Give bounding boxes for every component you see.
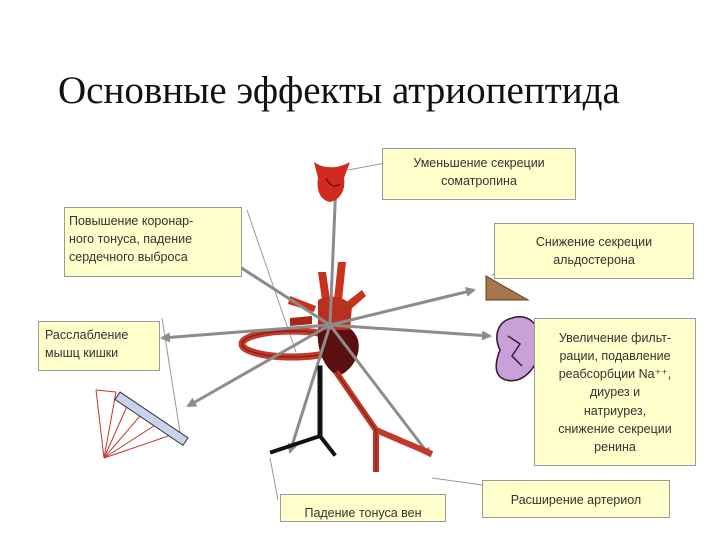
vein-icon <box>269 365 337 457</box>
box-line: реабсорбции Na⁺⁺, <box>558 367 672 382</box>
box-line: Падение тонуса вен <box>304 506 422 520</box>
box-line: натриурез, <box>583 403 647 418</box>
box-line: Снижение секреции <box>535 235 653 249</box>
intestine-muscle-icon <box>95 389 189 459</box>
box-line: ренина <box>594 439 636 454</box>
box-line: ного тонуса, падение <box>69 232 193 247</box>
box-line: Расслабление <box>45 328 129 342</box>
kidney-box: Увеличение фильт- рации, подавление реаб… <box>534 318 696 466</box>
box-line: Расширение артериол <box>510 493 642 507</box>
coronary-box: Повышение коронар- ного тонуса, падение … <box>64 207 242 277</box>
intestine-box: Расслабление мышц кишки <box>38 321 160 371</box>
arteriole-icon <box>333 370 434 472</box>
box-line: Увеличение фильт- <box>558 331 672 345</box>
box-line: диурез и <box>589 385 641 400</box>
veins-box: Падение тонуса вен <box>280 494 446 522</box>
slide-title: Основные эффекты атриопептида <box>58 69 620 112</box>
box-line: Повышение коронар- <box>69 214 194 228</box>
box-line: мышц кишки <box>45 346 119 361</box>
box-line: альдостерона <box>553 253 635 268</box>
adrenal-icon <box>485 275 530 301</box>
box-line: снижение секреции <box>558 421 672 436</box>
effect-arrows <box>160 180 492 458</box>
box-line: рации, подавление <box>559 349 671 364</box>
box-line: соматропина <box>441 174 517 189</box>
box-line: сердечного выброса <box>69 250 188 265</box>
arterioles-box: Расширение артериол <box>482 480 670 518</box>
aldosterone-box: Снижение секреции альдостерона <box>494 223 694 279</box>
box-line: Уменьшение секреции <box>413 156 545 170</box>
pituitary-icon <box>314 162 350 202</box>
somatotropin-box: Уменьшение секреции соматропина <box>382 148 576 200</box>
